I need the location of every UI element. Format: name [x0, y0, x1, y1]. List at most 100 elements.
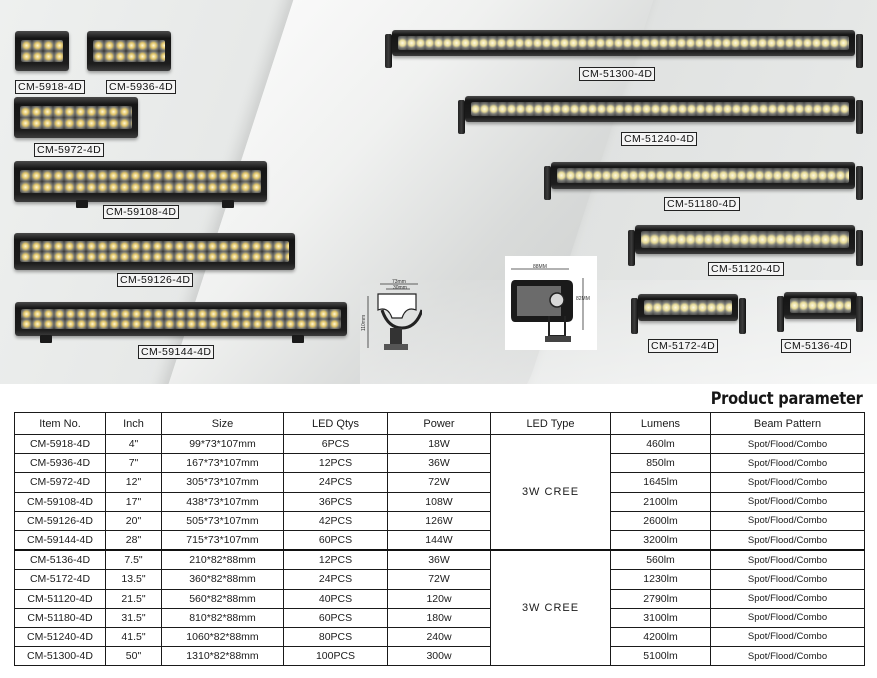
mount-bracket — [544, 166, 551, 200]
product-image-cm-51300 — [392, 30, 855, 56]
cell-size: 360*82*88mm — [161, 569, 284, 590]
cell-power: 180w — [387, 607, 491, 628]
cell-lumens: 3200lm — [610, 529, 711, 551]
cell-led-qty: 6PCS — [283, 433, 388, 455]
product-image-cm-59144 — [15, 302, 347, 336]
cell-power: 18W — [387, 433, 491, 455]
cell-item: CM-5918-4D — [14, 433, 106, 455]
cell-inch: 50" — [105, 646, 162, 667]
cell-item: CM-51240-4D — [14, 626, 106, 648]
mount-bracket — [739, 298, 746, 334]
cell-inch: 41.5" — [105, 626, 162, 648]
mount-bracket — [631, 298, 638, 334]
cell-led-qty: 12PCS — [283, 549, 388, 571]
column-header-power: Power — [387, 412, 491, 435]
cell-beam-pattern: Spot/Flood/Combo — [710, 510, 865, 531]
cell-lumens: 460lm — [610, 433, 711, 455]
cell-lumens: 560lm — [610, 549, 711, 571]
cell-power: 72W — [387, 569, 491, 590]
table-row: CM-5972-4D 12" 305*73*107mm 24PCS 72W 16… — [14, 472, 865, 493]
dimension-inner: 30mm — [393, 285, 407, 291]
cell-beam-pattern: Spot/Flood/Combo — [710, 646, 865, 667]
product-image-cm-5918 — [15, 31, 69, 71]
mount-foot — [222, 200, 234, 208]
cell-item: CM-59126-4D — [14, 510, 106, 531]
cell-inch: 4" — [105, 433, 162, 455]
cell-inch: 7" — [105, 453, 162, 474]
cell-size: 99*73*107mm — [161, 433, 284, 455]
cell-led-qty: 12PCS — [283, 453, 388, 474]
cell-led-qty: 24PCS — [283, 472, 388, 493]
cell-item: CM-59108-4D — [14, 491, 106, 512]
column-header-led-type: LED Type — [490, 412, 611, 435]
cell-power: 120w — [387, 588, 491, 609]
cell-lumens: 2790lm — [610, 588, 711, 609]
cell-led-qty: 80PCS — [283, 626, 388, 648]
product-image-cm-5172 — [638, 294, 738, 321]
cell-item: CM-5936-4D — [14, 453, 106, 474]
cell-item: CM-51180-4D — [14, 607, 106, 628]
model-label-cm-5918: CM-5918-4D — [15, 80, 86, 94]
mount-bracket — [385, 34, 392, 68]
table-row: CM-51180-4D 31.5" 810*82*88mm 60PCS 180w… — [14, 607, 865, 628]
dimension-diagram-slim-housing: 88MM 82MM — [505, 256, 597, 350]
cell-led-qty: 42PCS — [283, 510, 388, 531]
column-header-item: Item No. — [14, 412, 106, 435]
mount-bracket — [856, 166, 863, 200]
cell-item: CM-5972-4D — [14, 472, 106, 493]
cell-led-qty: 100PCS — [283, 646, 388, 667]
cell-inch: 28" — [105, 529, 162, 551]
table-row: CM-59144-4D 28" 715*73*107mm 60PCS 144W … — [14, 529, 865, 551]
cell-beam-pattern: Spot/Flood/Combo — [710, 588, 865, 609]
cell-size: 1060*82*88mm — [161, 626, 284, 648]
product-image-cm-5136 — [784, 292, 857, 319]
page-title: Product parameter — [711, 389, 863, 409]
cell-size: 210*82*88mm — [161, 549, 284, 571]
cell-power: 300w — [387, 646, 491, 667]
cell-item: CM-59144-4D — [14, 529, 106, 551]
cell-led-type: 3W CREE — [490, 434, 611, 551]
product-image-cm-5936 — [87, 31, 171, 71]
dimension-height: 110mm — [361, 314, 368, 332]
cell-item: CM-5136-4D — [14, 549, 106, 571]
cell-lumens: 4200lm — [610, 626, 711, 648]
mount-foot — [292, 335, 304, 343]
product-showcase: CM-5918-4D CM-5936-4D CM-5972-4D CM-5910… — [0, 0, 877, 384]
cell-size: 438*73*107mm — [161, 491, 284, 512]
cell-item: CM-51300-4D — [14, 646, 106, 667]
cell-power: 240w — [387, 626, 491, 648]
product-parameter-table: Item No. Inch Size LED Qtys Power LED Ty… — [14, 412, 865, 667]
cell-inch: 7.5" — [105, 549, 162, 571]
cell-inch: 13.5" — [105, 569, 162, 590]
cell-beam-pattern: Spot/Flood/Combo — [710, 453, 865, 474]
cell-inch: 12" — [105, 472, 162, 493]
cell-size: 715*73*107mm — [161, 529, 284, 551]
cell-beam-pattern: Spot/Flood/Combo — [710, 626, 865, 648]
mount-bracket — [777, 296, 784, 332]
cell-item: CM-51120-4D — [14, 588, 106, 609]
product-image-cm-51180 — [551, 162, 855, 189]
table-row: CM-51240-4D 41.5" 1060*82*88mm 80PCS 240… — [14, 626, 865, 648]
dimension-width: 73mm — [392, 279, 406, 285]
model-label-cm-59144: CM-59144-4D — [138, 345, 215, 359]
cell-led-qty: 60PCS — [283, 607, 388, 628]
cell-power: 36W — [387, 549, 491, 571]
model-label-cm-51300: CM-51300-4D — [579, 67, 656, 81]
table-row: CM-51120-4D 21.5" 560*82*88mm 40PCS 120w… — [14, 588, 865, 609]
table-row: CM-5936-4D 7" 167*73*107mm 12PCS 36W 850… — [14, 453, 865, 474]
cell-beam-pattern: Spot/Flood/Combo — [710, 529, 865, 551]
table-row: CM-5918-4D 4" 99*73*107mm 6PCS 18W 3W CR… — [14, 433, 865, 551]
table-row: CM-59126-4D 20" 505*73*107mm 42PCS 126W … — [14, 510, 865, 531]
cell-inch: 21.5" — [105, 588, 162, 609]
cell-item: CM-5172-4D — [14, 569, 106, 590]
cell-lumens: 1230lm — [610, 569, 711, 590]
model-label-cm-51180: CM-51180-4D — [664, 197, 740, 211]
model-label-cm-5172: CM-5172-4D — [648, 339, 719, 353]
column-header-beam-pattern: Beam Pattern — [710, 412, 865, 435]
mount-bracket — [856, 100, 863, 134]
model-label-cm-59126: CM-59126-4D — [117, 273, 194, 287]
cell-beam-pattern: Spot/Flood/Combo — [710, 491, 865, 512]
cell-lumens: 850lm — [610, 453, 711, 474]
table-row: CM-5172-4D 13.5" 360*82*88mm 24PCS 72W 1… — [14, 569, 865, 590]
cell-size: 305*73*107mm — [161, 472, 284, 493]
